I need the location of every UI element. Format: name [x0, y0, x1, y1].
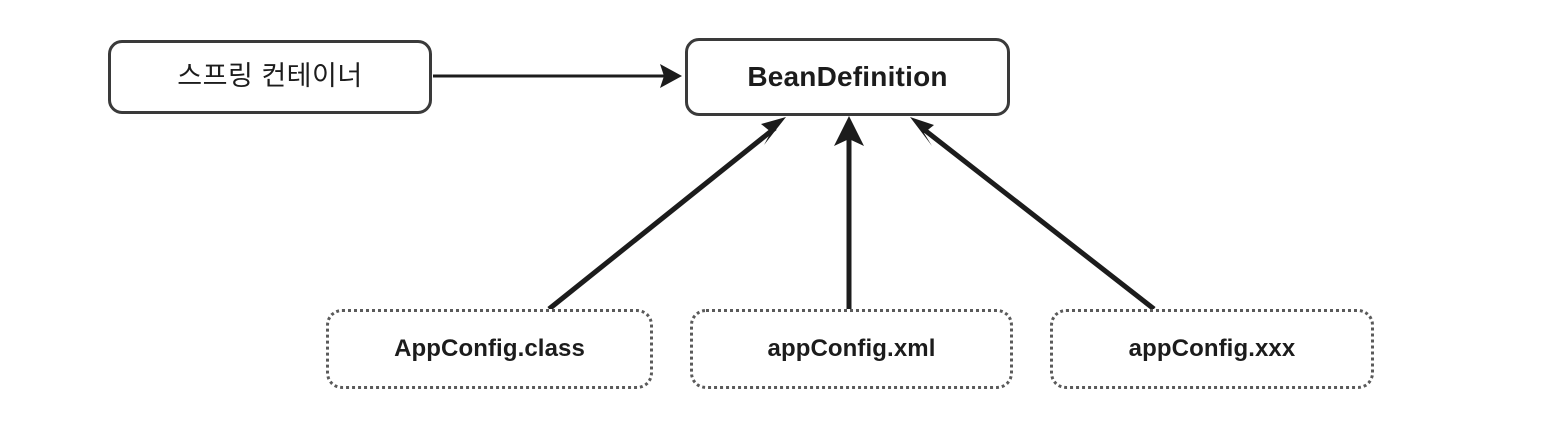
- arrow-head-up-right: [761, 117, 786, 145]
- node-appconfig-class[interactable]: AppConfig.class: [326, 309, 653, 389]
- edge-xxx-to-bean: [910, 117, 1156, 311]
- edge-class-to-bean: [547, 117, 786, 311]
- edge-container-to-bean: [433, 64, 682, 88]
- arrow-head-up-left: [910, 117, 934, 146]
- arrow-head-up: [834, 116, 864, 146]
- node-spring-container-label: 스프링 컨테이너: [177, 61, 363, 92]
- node-appconfig-xml-label: appConfig.xml: [767, 334, 936, 362]
- node-appconfig-xxx-label: appConfig.xxx: [1128, 334, 1296, 362]
- edge-xml-to-bean: [834, 116, 864, 309]
- node-bean-definition-label: BeanDefinition: [747, 60, 948, 92]
- node-appconfig-xxx[interactable]: appConfig.xxx: [1050, 309, 1374, 389]
- node-appconfig-xml[interactable]: appConfig.xml: [690, 309, 1013, 389]
- arrow-head-right: [660, 64, 682, 88]
- node-bean-definition[interactable]: BeanDefinition: [685, 38, 1010, 116]
- node-appconfig-class-label: AppConfig.class: [394, 334, 585, 362]
- node-spring-container[interactable]: 스프링 컨테이너: [108, 40, 432, 114]
